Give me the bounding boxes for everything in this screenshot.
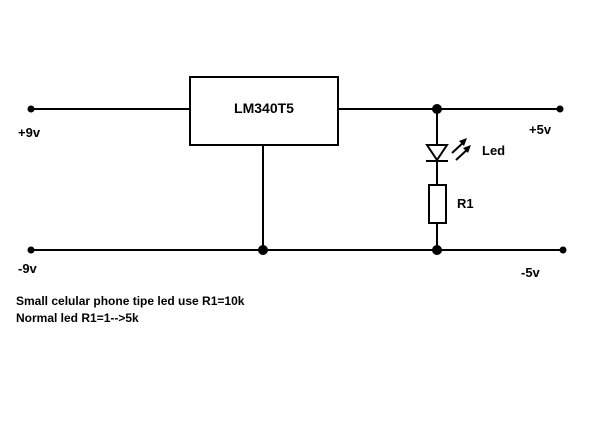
junction-resistor-ground xyxy=(432,245,442,255)
regulator-label: LM340T5 xyxy=(234,100,294,116)
label-input-negative: -9v xyxy=(18,261,38,276)
terminal-input-negative xyxy=(27,246,35,254)
junction-regulator-ground xyxy=(258,245,268,255)
note-line-2: Normal led R1=1-->5k xyxy=(16,311,139,325)
note-line-1: Small celular phone tipe led use R1=10k xyxy=(16,294,245,308)
junction-top xyxy=(432,104,442,114)
regulator-lm340t5 xyxy=(189,76,339,146)
terminal-output-negative xyxy=(559,246,567,254)
label-output-negative: -5v xyxy=(521,265,541,280)
led-label: Led xyxy=(482,143,505,158)
terminal-input-positive xyxy=(27,105,35,113)
label-output-positive: +5v xyxy=(529,122,552,137)
resistor-label: R1 xyxy=(457,196,474,211)
terminal-output-positive xyxy=(556,105,564,113)
led-symbol xyxy=(425,138,471,162)
label-input-positive: +9v xyxy=(18,125,41,140)
resistor-r1 xyxy=(428,184,447,224)
